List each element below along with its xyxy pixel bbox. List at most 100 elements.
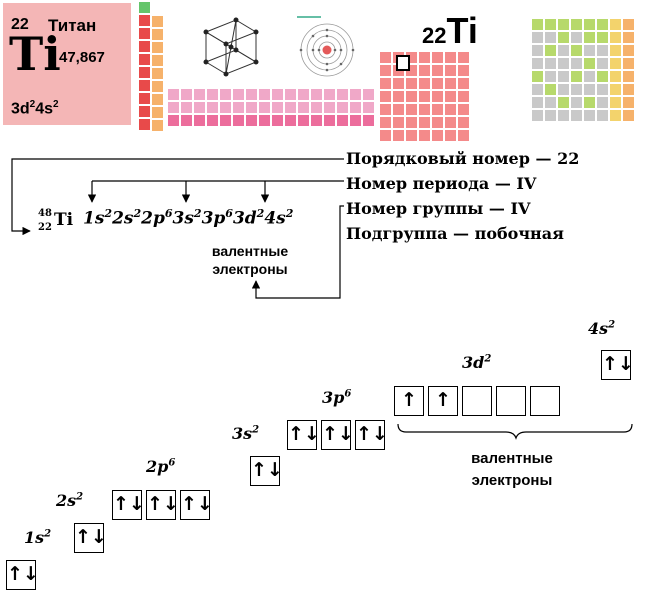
table-cell (393, 130, 404, 141)
table-cell (458, 78, 469, 89)
table-cell (207, 89, 218, 100)
table-cell (458, 117, 469, 128)
table-cell (380, 130, 391, 141)
info-atomic-number: Порядковый номер — 22 (346, 149, 580, 168)
table-cell (558, 19, 569, 30)
atomic-number: 22 (11, 16, 29, 33)
sublevel-label-3s: 3s2 (232, 424, 260, 443)
table-cell (298, 102, 309, 113)
table-cell (445, 78, 456, 89)
element-symbol: Ti (9, 27, 61, 81)
table-cell (623, 97, 634, 108)
table-cell (584, 110, 595, 121)
highlighted-element-label: 22Ti (422, 10, 478, 51)
table-cell (545, 19, 556, 30)
table-cell (532, 97, 543, 108)
table-cell (363, 115, 374, 126)
table-cell (571, 71, 582, 82)
table-cell (139, 119, 150, 130)
table-cell (623, 84, 634, 95)
atom-model-icon (297, 16, 355, 77)
orbital-cell-3d-1: ↑ (394, 386, 424, 416)
table-cell (419, 130, 430, 141)
table-cell (272, 89, 283, 100)
table-cell (445, 91, 456, 102)
config-term: 4s (264, 208, 286, 229)
table-cell (181, 89, 192, 100)
table-cell (181, 115, 192, 126)
table-cell (458, 104, 469, 115)
info-group: Номер группы — IV (346, 199, 531, 218)
orbital-cell-2p-2: ↑↓ (146, 490, 179, 520)
table-cell (419, 104, 430, 115)
table-cell (139, 41, 150, 52)
config-term: 3d (232, 208, 257, 229)
table-cell (220, 115, 231, 126)
table-cell (458, 65, 469, 76)
electron-configuration: 1s22s22p63s23p63d24s2 (83, 207, 294, 229)
table-cell (393, 78, 404, 89)
table-cell (610, 97, 621, 108)
table-cell (419, 78, 430, 89)
table-cell (233, 115, 244, 126)
table-cell (458, 130, 469, 141)
table-cell (610, 19, 621, 30)
orbital-cell-3d-3 (462, 386, 492, 416)
table-cell (406, 104, 417, 115)
table-cell (419, 117, 430, 128)
table-cell (380, 104, 391, 115)
sublevel-label-3p: 3p6 (322, 388, 352, 407)
table-cell (597, 97, 608, 108)
table-cell (432, 78, 443, 89)
table-cell (152, 29, 163, 40)
table-cell (393, 104, 404, 115)
table-cell (571, 97, 582, 108)
table-cell (220, 89, 231, 100)
valence-caption: валентные электроны (211, 243, 289, 277)
orbital-cell-2s-1: ↑↓ (74, 523, 107, 553)
crystal-lattice-icon (203, 17, 259, 77)
orbital-cell-3d-4 (496, 386, 526, 416)
table-cell (259, 89, 270, 100)
table-cell (597, 58, 608, 69)
config-term: 2p (141, 208, 165, 229)
table-cell (139, 67, 150, 78)
table-cell (445, 130, 456, 141)
table-cell (406, 130, 417, 141)
element-card: 22 Титан Ti 47,867 3d24s2 (3, 3, 131, 125)
table-cell (285, 102, 296, 113)
table-cell (406, 117, 417, 128)
table-cell (610, 84, 621, 95)
table-cell (311, 115, 322, 126)
table-cell (445, 65, 456, 76)
table-cell (246, 89, 257, 100)
table-cell (545, 110, 556, 121)
orbital-cell-3p-1: ↑↓ (287, 420, 320, 450)
table-cell (532, 45, 543, 56)
table-cell (545, 71, 556, 82)
table-cell (246, 115, 257, 126)
table-cell (623, 19, 634, 30)
table-cell (272, 102, 283, 113)
table-cell (623, 58, 634, 69)
table-cell (337, 89, 348, 100)
table-cell (152, 55, 163, 66)
config-term: 1s (83, 208, 105, 229)
table-cell (532, 110, 543, 121)
table-cell (406, 52, 417, 63)
table-cell (584, 58, 595, 69)
table-cell (558, 71, 569, 82)
table-cell (324, 89, 335, 100)
orbital-cell-3d-5 (530, 386, 560, 416)
info-period: Номер периода — IV (346, 174, 537, 193)
table-cell (168, 102, 179, 113)
table-cell (233, 102, 244, 113)
table-cell (432, 117, 443, 128)
table-cell (194, 102, 205, 113)
table-cell (545, 58, 556, 69)
table-cell (558, 58, 569, 69)
orbital-cell-2p-1: ↑↓ (112, 490, 145, 520)
table-cell (406, 78, 417, 89)
table-cell (298, 89, 309, 100)
table-cell (432, 130, 443, 141)
